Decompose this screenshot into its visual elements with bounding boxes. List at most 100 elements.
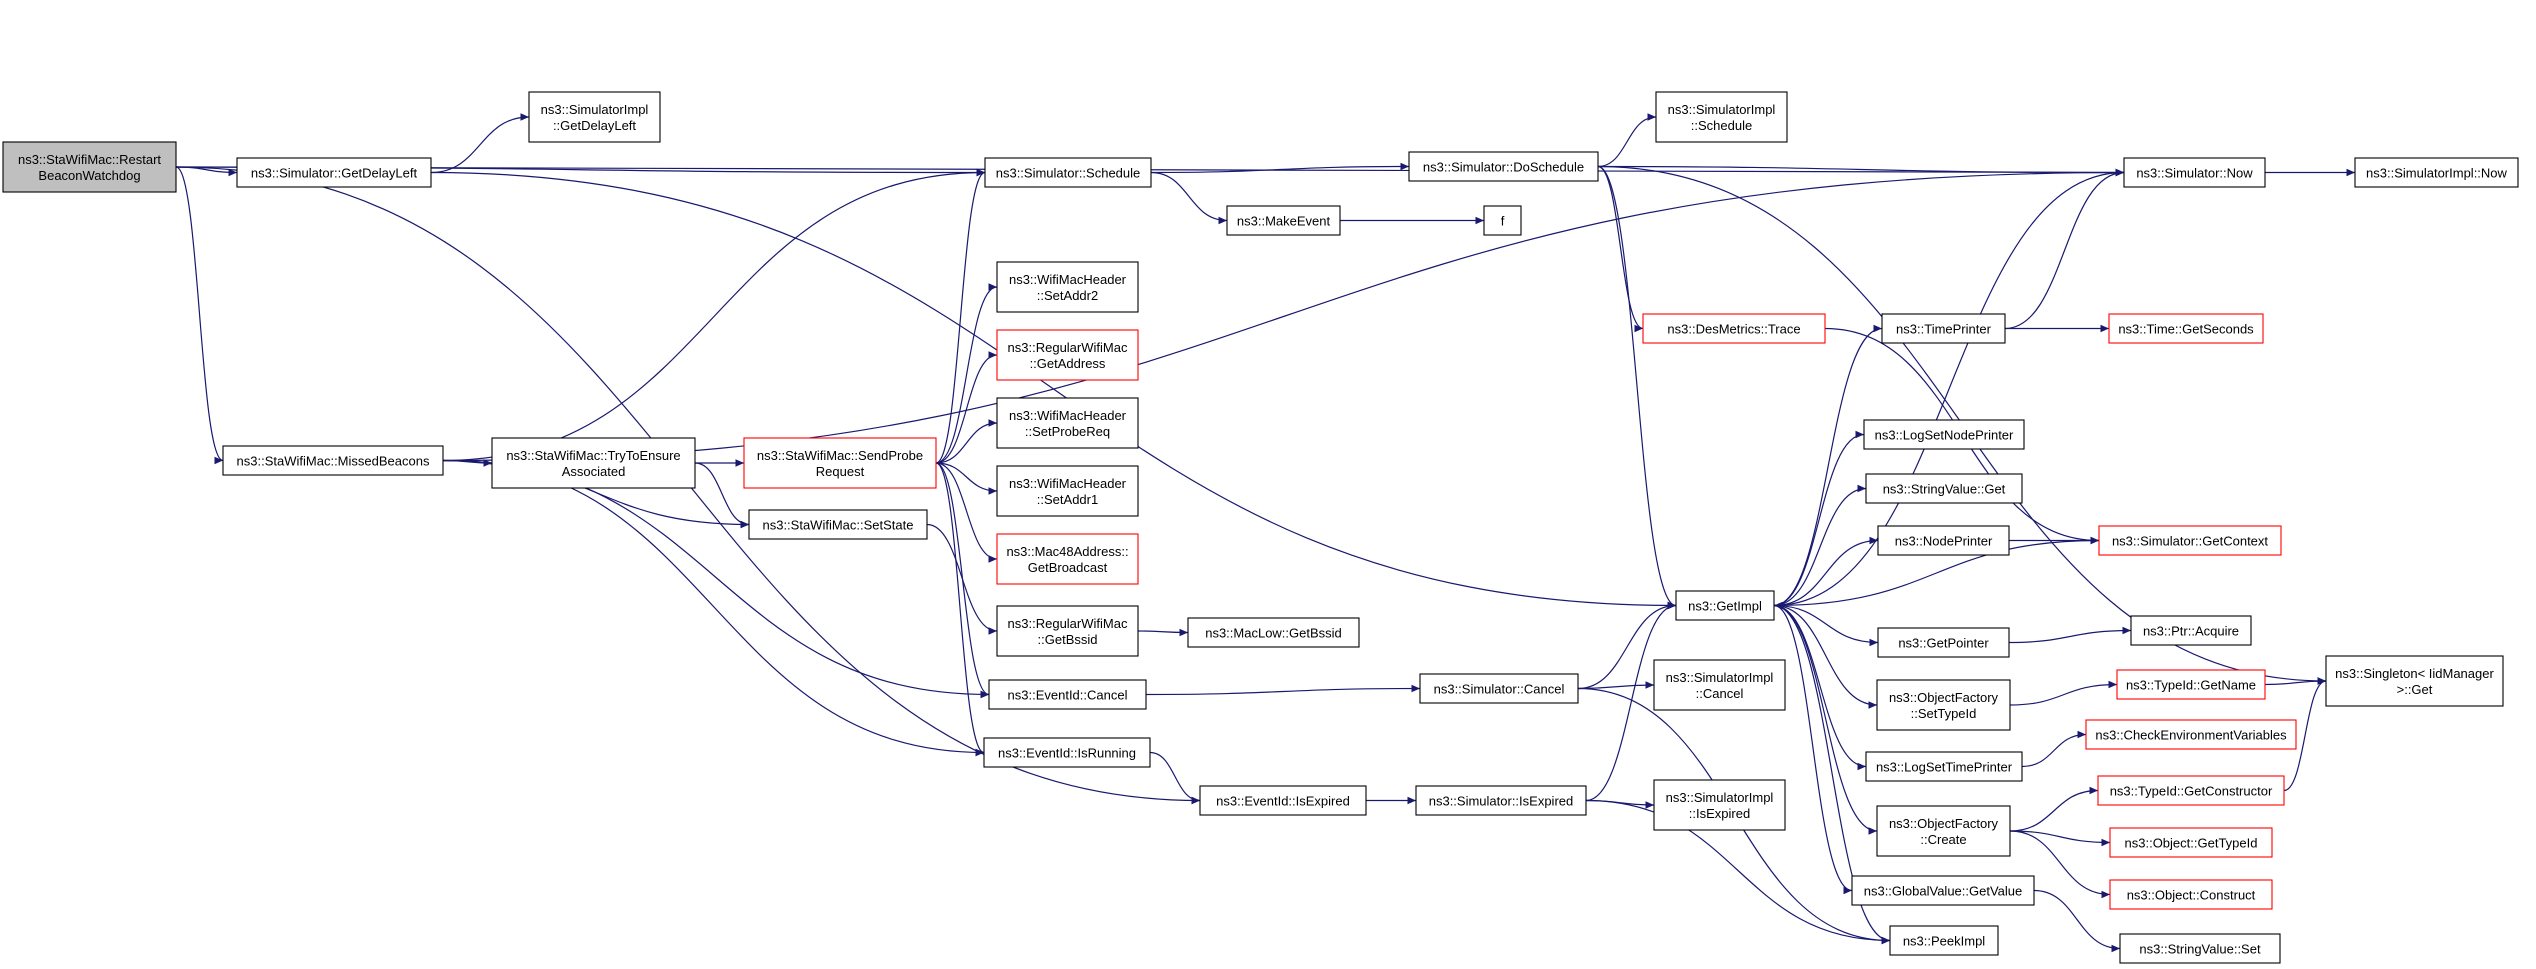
node-box[interactable]: [1653, 659, 1786, 711]
node-box[interactable]: [996, 465, 1139, 517]
function-node-logSetTimePrinter[interactable]: ns3::LogSetTimePrinter: [1865, 751, 2023, 782]
node-box[interactable]: [1889, 925, 1999, 956]
function-node-setProbeReq[interactable]: ns3::WifiMacHeader::SetProbeReq: [996, 397, 1139, 449]
node-box[interactable]: [1865, 473, 2023, 504]
node-box[interactable]: [2325, 655, 2504, 707]
function-node-getBssid[interactable]: ns3::RegularWifiMac::GetBssid: [996, 605, 1139, 657]
node-box[interactable]: [2109, 827, 2273, 858]
node-box[interactable]: [988, 679, 1147, 710]
function-node-objConstruct[interactable]: ns3::Object::Construct: [2109, 879, 2273, 910]
node-box[interactable]: [1199, 785, 1367, 816]
function-node-isExpired[interactable]: ns3::EventId::IsExpired: [1199, 785, 1367, 816]
function-node-missedBeacons[interactable]: ns3::StaWifiMac::MissedBeacons: [222, 445, 444, 476]
function-node-stringValueGet[interactable]: ns3::StringValue::Get: [1865, 473, 2023, 504]
function-node-logSetNodePrinter[interactable]: ns3::LogSetNodePrinter: [1863, 419, 2025, 450]
function-node-setAddr1[interactable]: ns3::WifiMacHeader::SetAddr1: [996, 465, 1139, 517]
node-box[interactable]: [1415, 785, 1587, 816]
node-box[interactable]: [996, 329, 1139, 381]
function-node-getConstructor[interactable]: ns3::TypeId::GetConstructor: [2097, 775, 2285, 806]
node-box[interactable]: [1877, 525, 2010, 556]
node-box[interactable]: [2116, 669, 2266, 700]
node-box[interactable]: [2, 141, 177, 193]
function-node-peekImpl[interactable]: ns3::PeekImpl: [1889, 925, 1999, 956]
function-node-timePrinter[interactable]: ns3::TimePrinter: [1881, 313, 2006, 344]
function-node-getBroadcast[interactable]: ns3::Mac48Address::GetBroadcast: [996, 533, 1139, 585]
function-node-implGetDelayLeft[interactable]: ns3::SimulatorImpl::GetDelayLeft: [528, 91, 661, 143]
function-node-macLowGetBssid[interactable]: ns3::MacLow::GetBssid: [1187, 617, 1360, 648]
function-node-setState[interactable]: ns3::StaWifiMac::SetState: [748, 509, 928, 540]
node-box[interactable]: [236, 157, 432, 188]
function-node-stringValueSet[interactable]: ns3::StringValue::Set: [2119, 933, 2281, 964]
function-node-ofCreate[interactable]: ns3::ObjectFactory::Create: [1876, 805, 2011, 857]
function-node-getContext[interactable]: ns3::Simulator::GetContext: [2098, 525, 2282, 556]
function-node-getDelayLeft[interactable]: ns3::Simulator::GetDelayLeft: [236, 157, 432, 188]
node-box[interactable]: [1226, 205, 1341, 236]
function-node-desTrace[interactable]: ns3::DesMetrics::Trace: [1642, 313, 1826, 344]
function-node-getSeconds[interactable]: ns3::Time::GetSeconds: [2108, 313, 2264, 344]
node-box[interactable]: [2108, 313, 2264, 344]
function-node-getPointer[interactable]: ns3::GetPointer: [1877, 627, 2010, 658]
function-node-implCancel[interactable]: ns3::SimulatorImpl::Cancel: [1653, 659, 1786, 711]
node-box[interactable]: [2085, 719, 2297, 750]
node-box[interactable]: [1675, 590, 1775, 621]
function-node-checkEnv[interactable]: ns3::CheckEnvironmentVariables: [2085, 719, 2297, 750]
function-node-singletonGet[interactable]: ns3::Singleton< IidManager>::Get: [2325, 655, 2504, 707]
node-box[interactable]: [1876, 805, 2011, 857]
node-box[interactable]: [1655, 91, 1788, 143]
node-box[interactable]: [528, 91, 661, 143]
node-box[interactable]: [996, 397, 1139, 449]
function-node-simCancel[interactable]: ns3::Simulator::Cancel: [1419, 673, 1579, 704]
node-box[interactable]: [743, 437, 937, 489]
function-node-implNow[interactable]: ns3::SimulatorImpl::Now: [2354, 157, 2519, 188]
function-node-doSchedule[interactable]: ns3::Simulator::DoSchedule: [1408, 151, 1599, 182]
node-box[interactable]: [2109, 879, 2273, 910]
function-node-f[interactable]: f: [1483, 205, 1522, 236]
function-node-typeIdGetName[interactable]: ns3::TypeId::GetName: [2116, 669, 2266, 700]
function-node-isRunning[interactable]: ns3::EventId::IsRunning: [983, 737, 1151, 768]
node-box[interactable]: [1863, 419, 2025, 450]
node-box[interactable]: [1877, 627, 2010, 658]
node-box[interactable]: [2130, 615, 2252, 646]
node-box[interactable]: [1653, 779, 1786, 831]
function-node-getImpl[interactable]: ns3::GetImpl: [1675, 590, 1775, 621]
node-box[interactable]: [491, 437, 696, 489]
node-box[interactable]: [1881, 313, 2006, 344]
function-node-objGetTypeId[interactable]: ns3::Object::GetTypeId: [2109, 827, 2273, 858]
node-box[interactable]: [996, 261, 1139, 313]
node-box[interactable]: [1876, 679, 2011, 731]
function-node-setAddr2[interactable]: ns3::WifiMacHeader::SetAddr2: [996, 261, 1139, 313]
function-node-cancel[interactable]: ns3::EventId::Cancel: [988, 679, 1147, 710]
node-box[interactable]: [1642, 313, 1826, 344]
node-box[interactable]: [984, 157, 1152, 188]
node-box[interactable]: [996, 533, 1139, 585]
node-box[interactable]: [748, 509, 928, 540]
function-node-getAddress[interactable]: ns3::RegularWifiMac::GetAddress: [996, 329, 1139, 381]
node-box[interactable]: [222, 445, 444, 476]
node-box[interactable]: [2098, 525, 2282, 556]
node-box[interactable]: [2119, 933, 2281, 964]
function-node-ofSetTypeId[interactable]: ns3::ObjectFactory::SetTypeId: [1876, 679, 2011, 731]
node-box[interactable]: [996, 605, 1139, 657]
node-box[interactable]: [2123, 157, 2266, 188]
node-box[interactable]: [2097, 775, 2285, 806]
node-box[interactable]: [1483, 205, 1522, 236]
function-node-makeEvent[interactable]: ns3::MakeEvent: [1226, 205, 1341, 236]
function-node-implIsExpired[interactable]: ns3::SimulatorImpl::IsExpired: [1653, 779, 1786, 831]
node-box[interactable]: [1408, 151, 1599, 182]
function-node-implSchedule[interactable]: ns3::SimulatorImpl::Schedule: [1655, 91, 1788, 143]
node-box[interactable]: [983, 737, 1151, 768]
node-box[interactable]: [1851, 875, 2035, 906]
function-node-nodePrinter[interactable]: ns3::NodePrinter: [1877, 525, 2010, 556]
function-node-schedule[interactable]: ns3::Simulator::Schedule: [984, 157, 1152, 188]
node-box[interactable]: [1865, 751, 2023, 782]
node-box[interactable]: [1419, 673, 1579, 704]
function-node-simIsExpired[interactable]: ns3::Simulator::IsExpired: [1415, 785, 1587, 816]
function-node-now[interactable]: ns3::Simulator::Now: [2123, 157, 2266, 188]
function-node-ptrAcquire[interactable]: ns3::Ptr::Acquire: [2130, 615, 2252, 646]
node-box[interactable]: [1187, 617, 1360, 648]
function-node-globalValueGetValue[interactable]: ns3::GlobalValue::GetValue: [1851, 875, 2035, 906]
node-box[interactable]: [2354, 157, 2519, 188]
